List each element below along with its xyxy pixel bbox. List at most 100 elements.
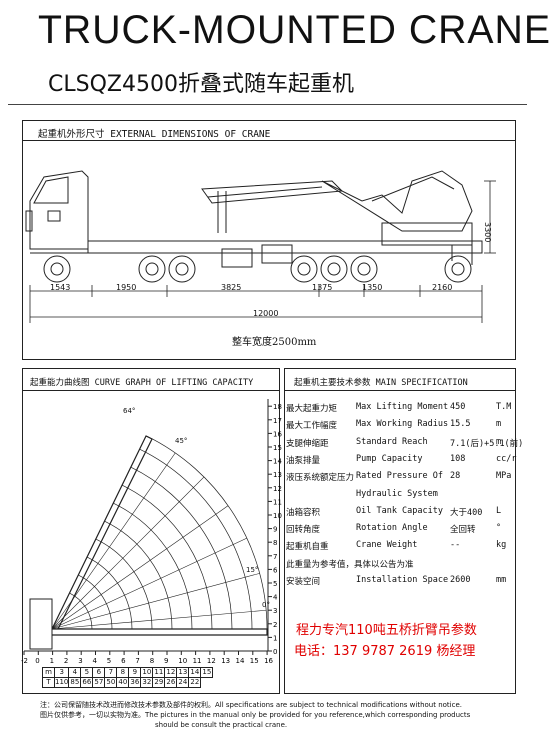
curve-box [22, 368, 280, 694]
dimensions-heading-rule [22, 140, 516, 141]
spec-cn: 此重量为参考值，具体以公告为准 [286, 559, 414, 570]
x-tick-label: 10 [178, 657, 187, 665]
table-cell-t: 22 [188, 677, 202, 688]
spec-row: Hydraulic System [286, 489, 496, 507]
spec-en: Oil Tank Capacity [356, 505, 443, 516]
spec-unit: ° [496, 523, 502, 534]
footer-note-line-3: should be consult the practical crane. [155, 721, 288, 729]
table-cell-m: 5 [80, 667, 94, 678]
spec-unit: T.M [496, 402, 512, 412]
table-cell-t: 36 [128, 677, 142, 688]
promo-line-1: 程力专汽110吨五桥折臂吊参数 [296, 623, 477, 638]
table-cell-m: 4 [68, 667, 82, 678]
spec-val: 大于400 [450, 507, 483, 518]
spec-val: 2600 [450, 575, 471, 585]
x-tick-label: 1 [50, 657, 54, 665]
spec-unit: m [496, 419, 502, 430]
spec-heading-rule [284, 390, 516, 391]
y-tick-label: 13 [273, 471, 282, 479]
dim-segment-5: 1350 [362, 283, 383, 292]
y-tick-label: 16 [273, 430, 282, 438]
spec-unit: mm [496, 575, 507, 585]
table-cell-m: 10 [140, 667, 154, 678]
x-tick-label: 8 [150, 657, 154, 665]
y-tick-label: 10 [273, 512, 282, 520]
capacity-arc [146, 435, 268, 630]
crane-base [29, 598, 53, 650]
title-divider [8, 104, 527, 105]
y-tick-label: 11 [273, 498, 282, 506]
y-tick-label: 17 [273, 417, 282, 425]
angle-label-45: 45° [175, 437, 188, 445]
table-cell-m: 9 [128, 667, 142, 678]
footer-note: 注：公司保留随技术改进而修改技术参数及部件的权利。All specificati… [40, 700, 500, 730]
boom-0 [52, 628, 268, 636]
curve-heading: 起重能力曲线图 CURVE GRAPH OF LIFTING CAPACITY [30, 378, 254, 388]
spec-en: Max Lifting Moment [356, 402, 449, 412]
table-cell-m: 7 [104, 667, 118, 678]
spec-en: Installation Space [356, 575, 449, 585]
capacity-arc [121, 484, 213, 630]
dim-total-length: 12000 [253, 309, 279, 318]
boom-radial [51, 573, 260, 630]
table-cell-t: 32 [140, 677, 154, 688]
x-tick-label: 11 [193, 657, 202, 665]
spec-cn: 安装空间 [286, 577, 321, 587]
y-tick-label: 18 [273, 403, 282, 411]
spec-cn: 起重机自重 [286, 542, 329, 553]
y-tick-label: 3 [273, 607, 277, 615]
table-cell-m: 15 [200, 667, 214, 678]
dim-segment-1: 1543 [50, 283, 71, 292]
table-cell-t: 40 [116, 677, 130, 688]
spec-unit: m [496, 436, 502, 447]
spec-en: Crane Weight [356, 540, 418, 551]
x-tick-label: 15 [250, 657, 259, 665]
capacity-arc [113, 502, 193, 630]
spec-val: 28 [450, 471, 461, 482]
dimensions-heading: 起重机外形尺寸 EXTERNAL DIMENSIONS OF CRANE [38, 129, 271, 140]
dim-segment-4: 1375 [312, 283, 333, 292]
dim-height: 3300 [483, 222, 492, 243]
x-tick-label: -2 [21, 657, 28, 665]
spec-cn: 最大工作幅度 [286, 421, 338, 432]
spec-cn: 最大起重力矩 [286, 404, 338, 414]
wheel-group [43, 255, 472, 283]
table-cell-m: 6 [92, 667, 106, 678]
spec-en: Hydraulic System [356, 488, 438, 499]
table-header-m: m [42, 667, 55, 678]
spec-heading: 起重机主要技术参数 MAIN SPECIFICATION [294, 378, 468, 388]
capacity-arc [69, 592, 93, 630]
capacity-arc [139, 448, 253, 630]
footer-note-line-2: 图片仅供参考，一切以实物为准。The pictures in the manua… [40, 711, 471, 719]
spec-val: 全回转 [450, 525, 476, 536]
table-cell-t: 57 [92, 677, 106, 688]
spec-en: Rated Pressure Of [356, 471, 443, 482]
dimensions-box [22, 120, 516, 360]
y-tick-label: 6 [273, 566, 278, 574]
table-cell-t: 26 [164, 677, 178, 688]
truck-crane-drawing [25, 170, 496, 323]
boom-64 [51, 435, 153, 630]
capacity-arc [130, 466, 233, 630]
page-title: TRUCK-MOUNTED CRANE [38, 8, 551, 52]
y-tick-label: 5 [273, 580, 277, 588]
table-cell-m: 3 [53, 667, 70, 678]
y-tick-label: 8 [273, 539, 277, 547]
x-tick-label: 2 [64, 657, 68, 665]
table-cell-t: 29 [152, 677, 166, 688]
x-tick-label: 16 [264, 657, 273, 665]
table-cell-m: 14 [188, 667, 202, 678]
y-tick-label: 15 [273, 444, 282, 452]
x-tick-label: 14 [236, 657, 245, 665]
spec-cn: 液压系统额定压力 [286, 473, 355, 484]
x-tick-label: 4 [93, 657, 98, 665]
spec-cn: 支腿伸缩距 [286, 438, 329, 449]
table-cell-m: 13 [176, 667, 190, 678]
